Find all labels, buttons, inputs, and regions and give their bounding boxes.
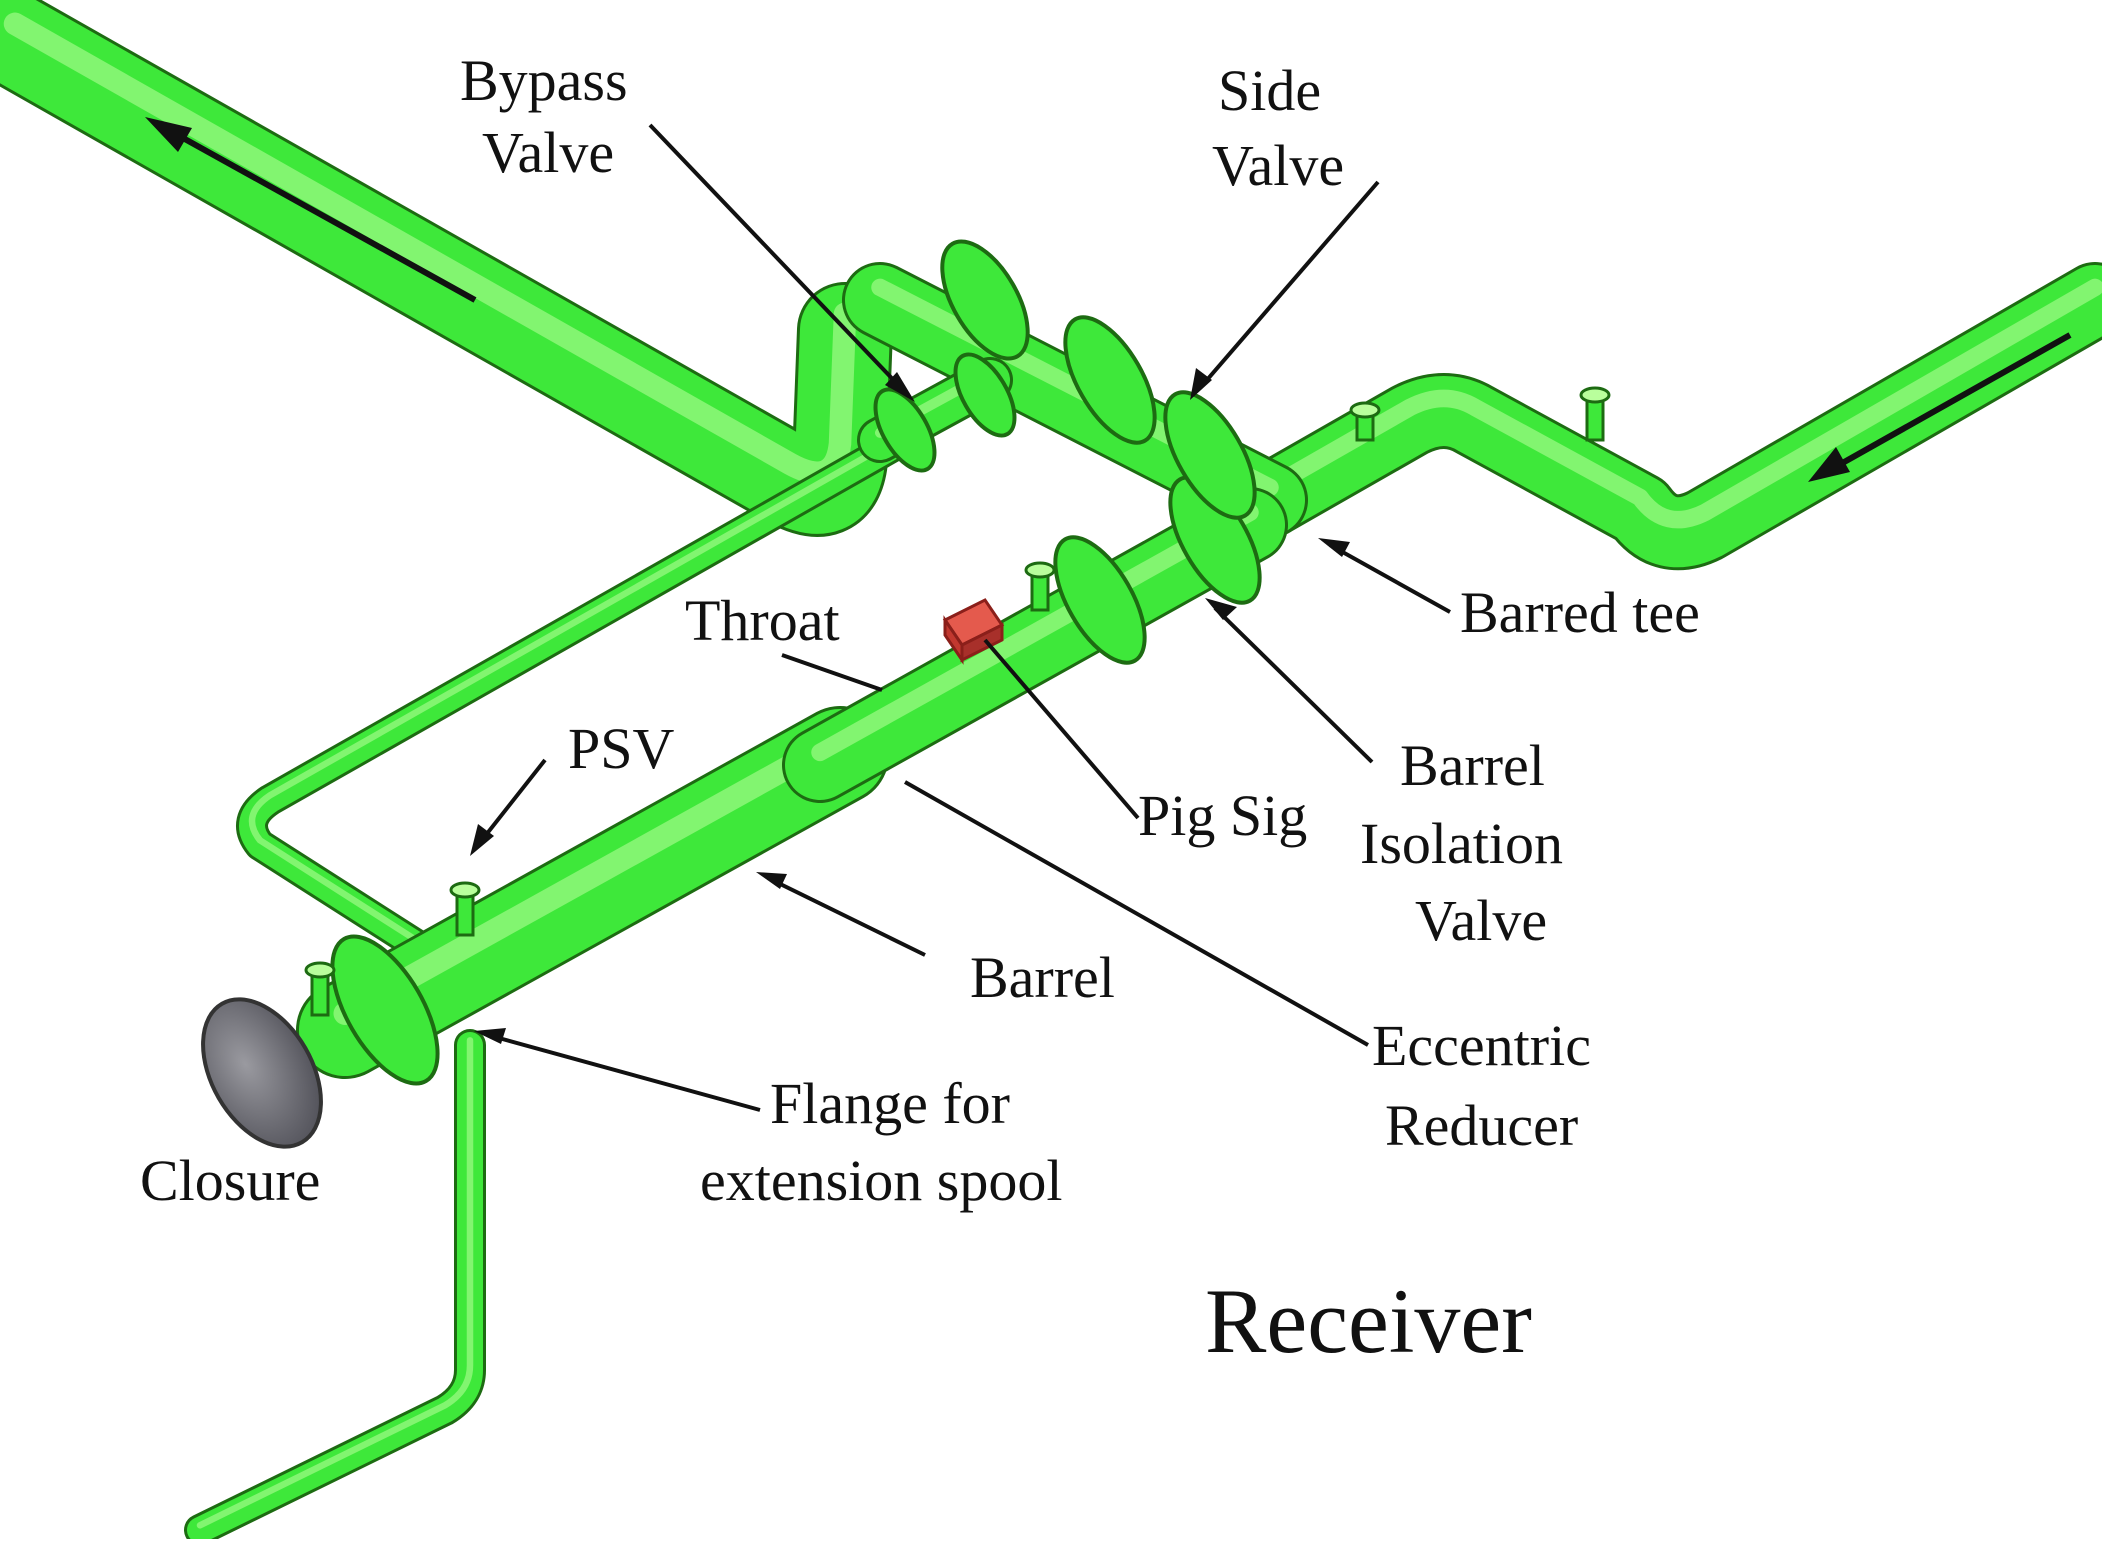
leader-pig-sig bbox=[983, 638, 1140, 820]
leader-bypass-valve bbox=[648, 123, 915, 402]
label-side-valve-line2: Valve bbox=[1212, 133, 1344, 198]
barrel-isolation-valve-flange-1 bbox=[1053, 535, 1147, 665]
label-bypass-valve-line2: Valve bbox=[482, 120, 614, 185]
label-eccentric-reducer-line2: Reducer bbox=[1385, 1093, 1578, 1158]
label-pig-sig: Pig Sig bbox=[1138, 783, 1307, 848]
label-flange-extension-spool-line1: Flange for bbox=[770, 1071, 1010, 1136]
label-barrel-isolation-valve-line1: Barrel bbox=[1400, 733, 1545, 798]
barrel-isolation-valve-flange-2 bbox=[1168, 475, 1262, 605]
closure-head bbox=[201, 997, 323, 1149]
leader-barrel-isolation-valve bbox=[1205, 598, 1374, 764]
psv-nozzle-cap bbox=[449, 881, 481, 899]
bypass-valve-flange-2 bbox=[953, 352, 1017, 438]
leader-barrel bbox=[756, 872, 926, 957]
leader-psv bbox=[470, 758, 547, 856]
inlet-vent-nozzle-cap bbox=[1579, 386, 1611, 404]
elbow-flange-top bbox=[940, 239, 1030, 361]
pig-sig-device bbox=[942, 598, 1005, 665]
label-barrel: Barrel bbox=[970, 945, 1115, 1010]
diagram-title: Receiver bbox=[1205, 1270, 1532, 1372]
label-side-valve-line1: Side bbox=[1218, 58, 1321, 123]
flange-extension-spool bbox=[330, 934, 440, 1086]
label-flange-extension-spool-line2: extension spool bbox=[700, 1148, 1062, 1213]
barred-tee-nozzle-cap bbox=[1349, 401, 1381, 419]
bypass-valve-flange-1 bbox=[873, 387, 937, 473]
flow-arrow-outlet-icon bbox=[145, 117, 477, 303]
leader-barred-tee bbox=[1318, 538, 1451, 614]
fittings bbox=[304, 239, 1611, 1086]
label-barrel-isolation-valve-line3: Valve bbox=[1415, 888, 1547, 953]
outlet-pipe bbox=[0, 0, 893, 537]
leader-flange-extension-spool bbox=[474, 1028, 761, 1112]
side-valve-flange-1 bbox=[1063, 315, 1157, 445]
bypass-line bbox=[236, 429, 911, 976]
drain-line bbox=[184, 1029, 486, 1544]
flow-arrow-inlet-icon bbox=[1808, 332, 2072, 482]
throat-section bbox=[782, 487, 1288, 803]
leader-throat bbox=[781, 653, 883, 692]
leader-eccentric-reducer bbox=[904, 780, 1369, 1047]
label-throat: Throat bbox=[685, 588, 840, 653]
label-eccentric-reducer-line1: Eccentric bbox=[1372, 1013, 1591, 1078]
vent-nozzle-closure-cap bbox=[304, 961, 336, 979]
labels: Bypass Valve Side Valve Throat Barred te… bbox=[140, 48, 1700, 1372]
leader-lines bbox=[470, 123, 1451, 1112]
barrel bbox=[296, 706, 889, 1079]
side-valve-flange-2 bbox=[1163, 390, 1257, 520]
label-closure: Closure bbox=[140, 1148, 320, 1213]
leader-side-valve bbox=[1190, 180, 1380, 400]
label-barred-tee: Barred tee bbox=[1460, 580, 1700, 645]
label-bypass-valve-line1: Bypass bbox=[460, 48, 628, 113]
label-barrel-isolation-valve-line2: Isolation bbox=[1360, 811, 1563, 876]
pig-sig-nozzle-cap bbox=[1024, 561, 1056, 579]
label-psv: PSV bbox=[568, 716, 675, 781]
inlet-pipe bbox=[1232, 262, 2102, 571]
